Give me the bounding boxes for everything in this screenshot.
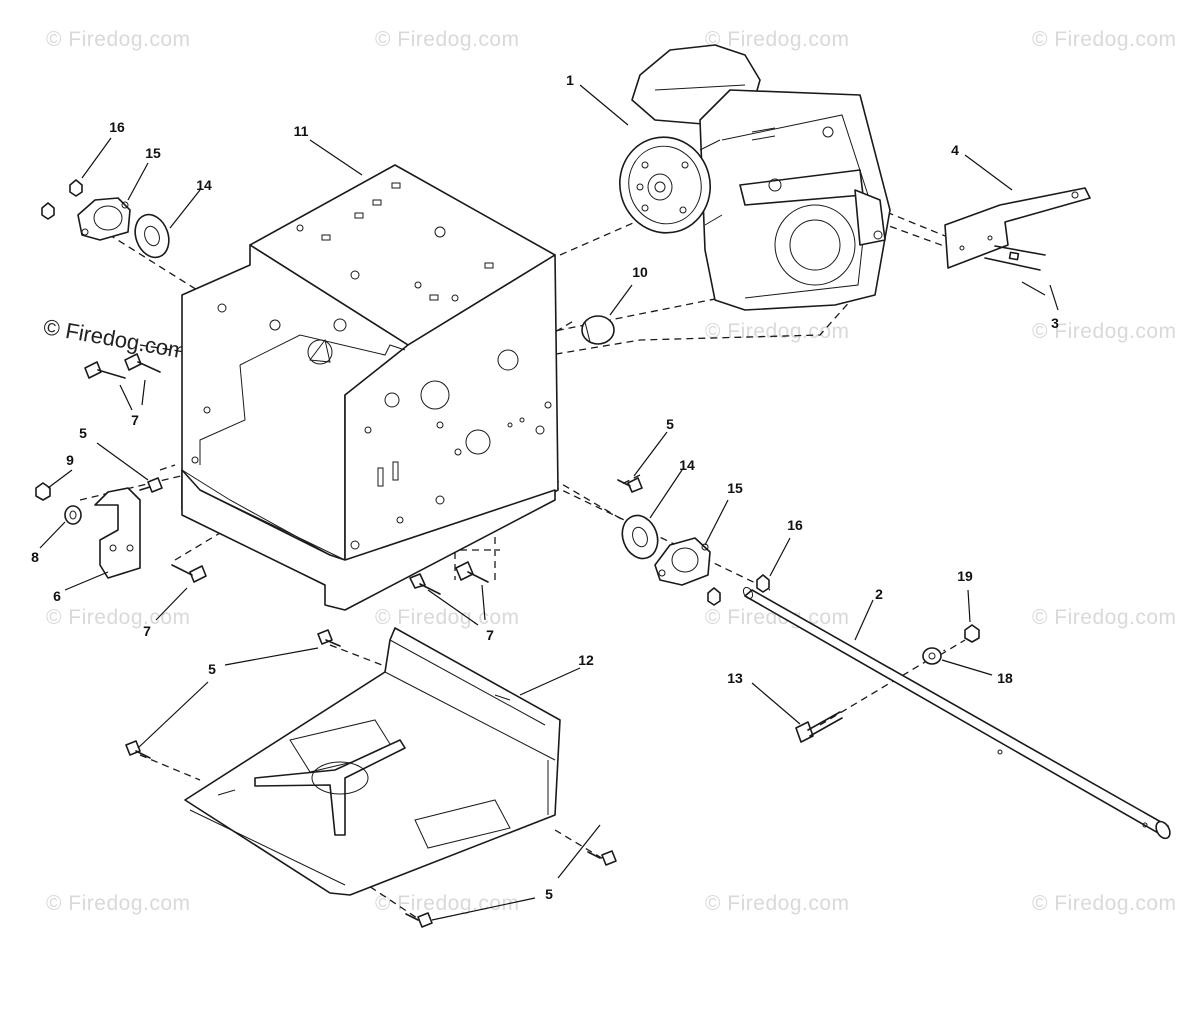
washer-part-18 [922,647,942,665]
callout-9: 9 [66,452,74,468]
callout-16-right: 16 [787,517,803,533]
nut-part-9 [35,482,51,501]
callout-10: 10 [632,264,648,280]
bolt-part-5-d [405,912,433,928]
watermark: © Firedog.com [705,28,850,51]
callout-4: 4 [951,142,959,158]
callout-5-cover-bottom: 5 [545,886,553,902]
callout-6: 6 [53,588,61,604]
watermark: © Firedog.com [705,892,850,915]
callout-7-lower: 7 [143,623,151,639]
callout-15-right: 15 [727,480,743,496]
bolts-part-7-left [84,353,161,379]
callout-13: 13 [727,670,743,686]
bolt-part-13 [795,711,843,743]
shaft-part-2 [742,586,1171,840]
watermark: © Firedog.com [1032,28,1177,51]
callout-8: 8 [31,549,39,565]
bolt-part-5-right [617,477,643,493]
callout-12: 12 [578,652,594,668]
watermark: © Firedog.com [1032,320,1177,343]
bolt-part-7-lower-left [171,564,207,583]
callout-1: 1 [566,72,574,88]
callout-5-cover-top: 5 [208,661,216,677]
callout-5-right: 5 [666,416,674,432]
bolt-part-5-c [587,850,617,866]
plug-part-10 [581,315,615,345]
callout-5: 5 [79,425,87,441]
bracket-part-4 [944,187,1091,269]
bolt-part-5-left [139,477,163,493]
bolt-part-5-b [125,740,151,759]
callout-15: 15 [145,145,161,161]
callout-16: 16 [109,119,125,135]
watermark: © Firedog.com [46,28,191,51]
bearing-set-left [41,179,170,259]
bolt-part-5-a [317,629,341,647]
bracket-part-6 [94,487,141,579]
callout-7: 7 [131,412,139,428]
bolts-part-7-bottom [409,561,489,595]
callout-14: 14 [196,177,212,193]
nut-part-19 [964,624,980,643]
engine [618,44,891,311]
watermark: © Firedog.com [375,28,520,51]
bottom-cover-part-12 [184,627,561,896]
watermark: © Firedog.com [705,606,850,629]
pins-part-3 [984,245,1046,271]
callout-19: 19 [957,568,973,584]
frame-housing [181,164,559,611]
callout-3: 3 [1051,315,1059,331]
watermark: © Firedog.com [375,606,520,629]
watermark: © Firedog.com [1032,606,1177,629]
watermark: © Firedog.com [1032,892,1177,915]
callout-7-bottom: 7 [486,627,494,643]
washer-part-8 [64,505,82,525]
callout-11: 11 [293,123,309,139]
callout-2: 2 [875,586,883,602]
watermark: © Firedog.com [46,892,191,915]
callout-18: 18 [997,670,1013,686]
bearing-set-right [621,514,770,606]
callout-14-right: 14 [679,457,695,473]
watermark: © Firedog.com [46,606,191,629]
